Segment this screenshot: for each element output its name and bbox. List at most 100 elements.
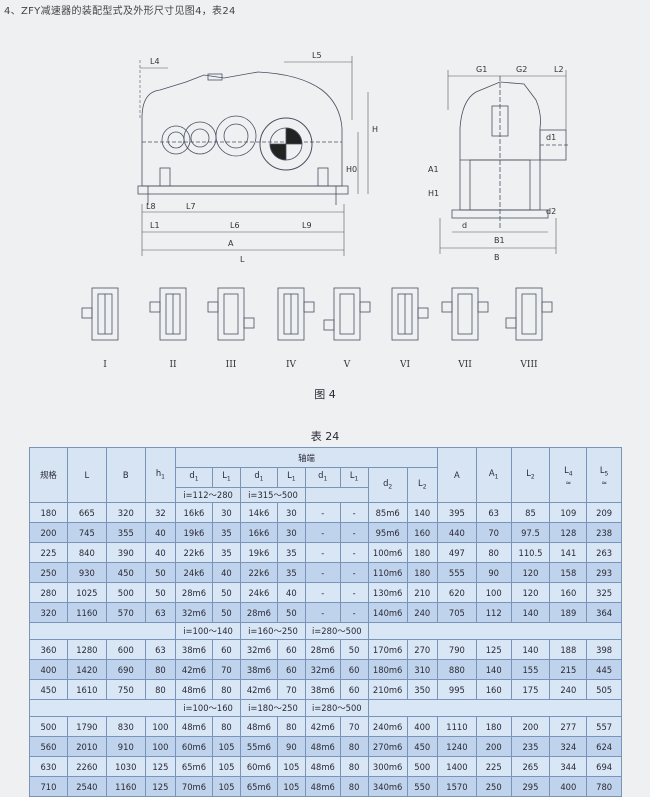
- table-cell: -: [339, 502, 369, 523]
- table-cell: 19k6: [240, 542, 278, 563]
- table-cell: 32m6: [304, 659, 341, 680]
- table-cell: 55m6: [240, 736, 278, 757]
- table-cell: 109: [549, 502, 588, 523]
- table-cell: 320: [29, 602, 68, 623]
- table-cell: 188: [549, 639, 588, 660]
- table-cell: 125: [144, 776, 177, 797]
- table-cell: 200: [510, 716, 551, 737]
- table-cell: 28m6: [304, 639, 341, 660]
- table-cell: 555: [436, 562, 477, 583]
- dim-d2: d2: [546, 207, 556, 216]
- table-cell: 48m6: [240, 716, 278, 737]
- table-cell: 50: [144, 562, 177, 583]
- table-cell: 100m6: [367, 542, 408, 563]
- table-cell: 180: [406, 562, 438, 583]
- table-cell: 35: [211, 542, 242, 563]
- table-cell: 505: [586, 679, 622, 700]
- table-cell: 28m6: [175, 582, 213, 603]
- table-cell: 80: [211, 716, 242, 737]
- table-cell: 400: [549, 776, 588, 797]
- dim-A: A: [228, 239, 234, 248]
- table-cell: 277: [549, 716, 588, 737]
- table-cell: 97.5: [510, 522, 551, 543]
- table-cell: -: [339, 602, 369, 623]
- table-cell: -: [339, 562, 369, 583]
- table-cell: 32m6: [175, 602, 213, 623]
- table-cell: 38m6: [304, 679, 341, 700]
- table-cell: 38m6: [175, 639, 213, 660]
- ratio-range: i=180～250: [240, 699, 306, 717]
- section-heading: 4、ZFY减速器的装配型式及外形尺寸见图4，表24: [4, 6, 236, 17]
- table-cell: 450: [105, 562, 146, 583]
- type-label-6: VI: [399, 360, 411, 370]
- table-cell: 1160: [105, 776, 146, 797]
- table-cell: 70: [339, 716, 369, 737]
- table-cell: 63: [144, 639, 177, 660]
- ratio-range: i=280～500: [304, 699, 369, 717]
- table-cell: 780: [586, 776, 622, 797]
- table-cell: 398: [586, 639, 622, 660]
- table-cell: 180: [406, 542, 438, 563]
- table-cell: 995: [436, 679, 477, 700]
- dim-H: H: [372, 125, 378, 134]
- table-cell: 65m6: [240, 776, 278, 797]
- table-cell: 140: [475, 659, 512, 680]
- type-label-4: IV: [285, 360, 297, 370]
- table-cell: 175: [510, 679, 551, 700]
- table-cell: 60m6: [240, 756, 278, 777]
- table-cell: 557: [586, 716, 622, 737]
- table-cell: 141: [549, 542, 588, 563]
- table-cell: -: [339, 542, 369, 563]
- table-cell: 160: [549, 582, 588, 603]
- side-view: [451, 76, 570, 230]
- table-cell: 1160: [66, 602, 107, 623]
- table-cell: 160: [475, 679, 512, 700]
- table-cell: 24k6: [240, 582, 278, 603]
- table-cell: 35: [276, 562, 306, 583]
- table-cell: 295: [510, 776, 551, 797]
- col-d1-b: d1: [240, 467, 278, 488]
- table-cell: 665: [66, 502, 107, 523]
- table-cell: -: [304, 582, 341, 603]
- table-cell: 60m6: [175, 736, 213, 757]
- table-cell: 2010: [66, 736, 107, 757]
- table-cell: 63: [475, 502, 512, 523]
- table-cell: 1420: [66, 659, 107, 680]
- table-cell: 80: [211, 679, 242, 700]
- table-cell: 560: [29, 736, 68, 757]
- table-cell: 360: [29, 639, 68, 660]
- table-cell: 105: [276, 776, 306, 797]
- type-label-7: VII: [458, 360, 472, 370]
- table-cell: 140m6: [367, 602, 408, 623]
- table-cell: 90: [276, 736, 306, 757]
- table-cell: 48m6: [304, 736, 341, 757]
- table-cell: 90: [475, 562, 512, 583]
- table-cell: 140: [406, 502, 438, 523]
- col-model: 规格: [29, 447, 68, 503]
- table-cell: 395: [436, 502, 477, 523]
- band-spacer: [28, 699, 177, 717]
- col-d1-c: d1: [304, 467, 341, 488]
- col-L2-shaft: L2: [406, 467, 438, 503]
- table-cell: 1610: [66, 679, 107, 700]
- dim-L2: L2: [554, 65, 564, 74]
- table-cell: 300m6: [367, 756, 408, 777]
- table-cell: 140: [510, 602, 551, 623]
- table-cell: 100: [144, 736, 177, 757]
- table-cell: 280: [29, 582, 68, 603]
- table-cell: 250: [29, 562, 68, 583]
- table-cell: 128: [549, 522, 588, 543]
- table-cell: -: [304, 502, 341, 523]
- dim-L8: L8: [146, 202, 156, 211]
- table-cell: 40: [144, 522, 177, 543]
- table-cell: 340m6: [367, 776, 408, 797]
- col-shaft-ends: 轴端: [175, 447, 438, 468]
- col-L1-c: L1: [339, 467, 369, 488]
- table-cell: 50: [276, 602, 306, 623]
- dim-L6: L6: [230, 221, 240, 230]
- table-cell: 48m6: [304, 776, 341, 797]
